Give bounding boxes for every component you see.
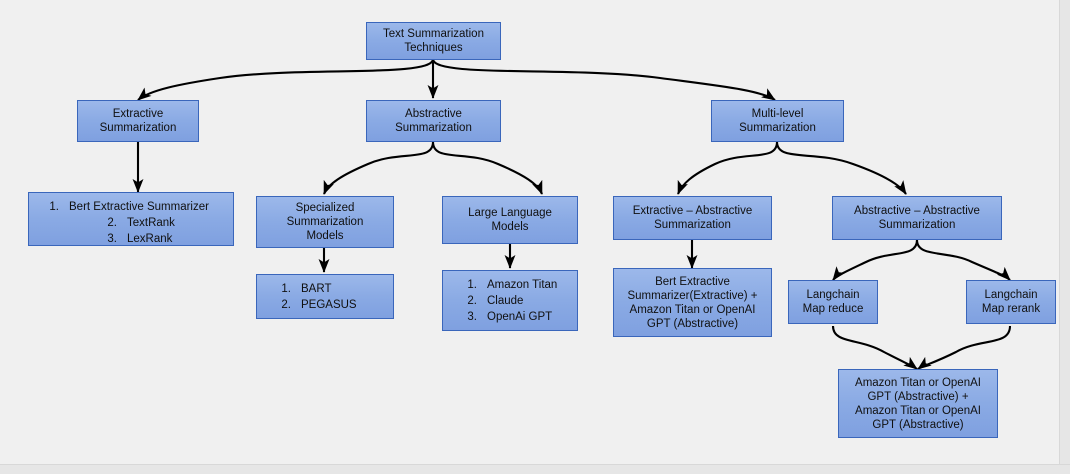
node-line: Extractive bbox=[112, 108, 164, 120]
node-specialized-summarization-models[interactable]: Specialized Summarization Models bbox=[256, 196, 394, 248]
node-line: Summarization bbox=[739, 122, 816, 134]
node-langchain-map-rerank[interactable]: Langchain Map rerank bbox=[966, 280, 1056, 324]
node-line: Langchain bbox=[984, 289, 1038, 301]
node-extractive-abstractive-detail[interactable]: Bert Extractive Summarizer(Extractive) +… bbox=[613, 268, 772, 337]
edge-abs-abs-to-map-reduce bbox=[832, 239, 919, 281]
node-line: Summarization bbox=[99, 122, 177, 134]
node-line: Amazon Titan or OpenAI bbox=[855, 376, 981, 389]
node-line: Langchain bbox=[806, 289, 860, 301]
node-line: Models bbox=[306, 230, 344, 242]
node-line: Text Summarization bbox=[383, 28, 484, 40]
edge-map-rerank-to-detail bbox=[917, 325, 1012, 370]
node-line: Summarization bbox=[654, 219, 731, 231]
node-line: Extractive – Abstractive bbox=[632, 205, 753, 217]
node-abstractive-abstractive-detail[interactable]: Amazon Titan or OpenAI GPT (Abstractive)… bbox=[838, 369, 998, 438]
node-line: Map reduce bbox=[802, 303, 864, 315]
edge-root-to-multilevel bbox=[431, 58, 776, 101]
node-line: GPT (Abstractive) bbox=[872, 418, 964, 431]
list-item-number: 1. bbox=[49, 201, 59, 213]
node-line: Large Language bbox=[468, 207, 552, 219]
node-abstractive-abstractive-summarization[interactable]: Abstractive – Abstractive Summarization bbox=[832, 196, 1002, 240]
node-langchain-map-reduce[interactable]: Langchain Map reduce bbox=[788, 280, 878, 324]
list-item-label: LexRank bbox=[127, 233, 173, 245]
edge-root-to-extractive bbox=[137, 58, 435, 101]
node-line: Summarization bbox=[395, 122, 472, 134]
node-line: Abstractive bbox=[405, 108, 462, 120]
list-item: 3. LexRank bbox=[37, 231, 225, 247]
node-large-language-models-list[interactable]: 1. Amazon Titan 2. Claude 3. OpenAi GPT bbox=[442, 270, 578, 331]
list-item: 1. Amazon Titan bbox=[451, 277, 569, 293]
node-line: Specialized bbox=[295, 202, 355, 214]
edge-multilevel-to-abs-abs bbox=[775, 141, 907, 195]
list-item-label: Claude bbox=[487, 295, 524, 307]
list-item-number: 2. bbox=[281, 299, 291, 311]
node-text-summarization-techniques[interactable]: Text Summarization Techniques bbox=[366, 22, 501, 60]
node-line: Multi-level bbox=[751, 108, 804, 120]
list-item-number: 2. bbox=[467, 295, 477, 307]
node-line: GPT (Abstractive) bbox=[646, 317, 739, 330]
node-extractive-abstractive-summarization[interactable]: Extractive – Abstractive Summarization bbox=[613, 196, 772, 240]
list-item-number: 2. bbox=[107, 217, 117, 229]
edge-map-reduce-to-detail bbox=[831, 325, 918, 370]
list-item-label: Bert Extractive Summarizer bbox=[69, 201, 209, 213]
edge-abstractive-to-llm bbox=[431, 141, 543, 195]
list-item-number: 3. bbox=[467, 311, 477, 323]
edge-multilevel-to-ext-abs bbox=[677, 141, 779, 195]
node-multi-level-summarization[interactable]: Multi-level Summarization bbox=[711, 100, 844, 142]
list-item-label: Amazon Titan bbox=[487, 279, 558, 291]
node-line: Bert Extractive bbox=[655, 275, 730, 288]
node-line: GPT (Abstractive) + bbox=[867, 390, 969, 403]
node-abstractive-summarization[interactable]: Abstractive Summarization bbox=[366, 100, 501, 142]
node-line: Amazon Titan or OpenAI bbox=[629, 303, 756, 316]
node-line: Amazon Titan or OpenAI bbox=[855, 404, 981, 417]
list-item-label: PEGASUS bbox=[301, 299, 357, 311]
list-item: 2. TextRank bbox=[37, 215, 225, 231]
node-line: Map rerank bbox=[981, 303, 1041, 315]
list-item: 3. OpenAi GPT bbox=[451, 309, 569, 325]
list-item: 1. BART bbox=[265, 281, 385, 297]
list-item-number: 1. bbox=[281, 283, 291, 295]
page-edge-right bbox=[1059, 0, 1070, 474]
node-large-language-models[interactable]: Large Language Models bbox=[442, 196, 578, 244]
list-item-number: 3. bbox=[107, 233, 117, 245]
node-specialized-models-list[interactable]: 1. BART 2. PEGASUS bbox=[256, 274, 394, 319]
node-line: Summarizer(Extractive) + bbox=[627, 289, 758, 302]
node-extractive-methods-list[interactable]: 1. Bert Extractive Summarizer 2. TextRan… bbox=[28, 192, 234, 246]
list-item-label: OpenAi GPT bbox=[487, 311, 553, 323]
node-extractive-summarization[interactable]: Extractive Summarization bbox=[77, 100, 199, 142]
list-item-label: BART bbox=[301, 283, 332, 295]
list-item-number: 1. bbox=[467, 279, 477, 291]
node-line: Summarization bbox=[286, 216, 364, 228]
node-line: Techniques bbox=[404, 42, 463, 54]
edge-abs-abs-to-map-rerank bbox=[915, 239, 1011, 281]
list-item: 1. Bert Extractive Summarizer bbox=[37, 199, 225, 215]
page-edge-bottom bbox=[0, 464, 1070, 474]
list-item-label: TextRank bbox=[127, 217, 175, 229]
node-line: Models bbox=[491, 221, 529, 233]
node-line: Summarization bbox=[878, 219, 956, 231]
edge-abstractive-to-specialized bbox=[323, 141, 435, 195]
node-line: Abstractive – Abstractive bbox=[854, 205, 980, 217]
list-item: 2. Claude bbox=[451, 293, 569, 309]
list-item: 2. PEGASUS bbox=[265, 297, 385, 313]
